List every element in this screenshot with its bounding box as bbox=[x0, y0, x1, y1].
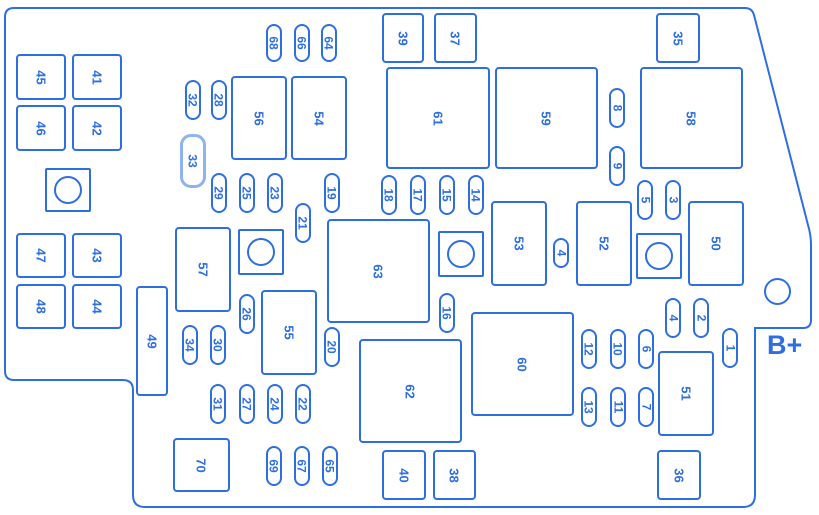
relay-socket-3 bbox=[438, 231, 484, 277]
fuse-69[interactable]: 69 bbox=[266, 446, 282, 486]
fuse-49[interactable]: 49 bbox=[136, 286, 168, 396]
fuse-59[interactable]: 59 bbox=[495, 67, 598, 169]
fuse-43[interactable]: 43 bbox=[72, 233, 122, 278]
fuse-33[interactable]: 33 bbox=[180, 134, 206, 188]
fuse-56[interactable]: 56 bbox=[231, 76, 287, 160]
fuse-65[interactable]: 65 bbox=[322, 446, 338, 486]
fuse-68[interactable]: 68 bbox=[266, 24, 282, 62]
fuse-14[interactable]: 14 bbox=[468, 175, 484, 215]
fuse-52[interactable]: 52 bbox=[576, 201, 632, 286]
fuse-47[interactable]: 47 bbox=[16, 233, 66, 278]
relay-socket-2 bbox=[238, 229, 284, 275]
fuse-4-top[interactable]: 4 bbox=[553, 238, 569, 268]
fuse-3[interactable]: 3 bbox=[665, 180, 681, 220]
relay-socket-4 bbox=[636, 233, 682, 279]
fuse-5[interactable]: 5 bbox=[637, 180, 653, 220]
fuse-6[interactable]: 6 bbox=[638, 329, 654, 369]
fuse-20[interactable]: 20 bbox=[324, 327, 340, 367]
fuse-24[interactable]: 24 bbox=[267, 384, 283, 424]
fuse-4[interactable]: 4 bbox=[665, 298, 681, 338]
battery-terminal-label: B+ bbox=[767, 330, 803, 360]
fuse-9[interactable]: 9 bbox=[609, 146, 625, 186]
fuse-2[interactable]: 2 bbox=[693, 298, 709, 338]
fuse-28[interactable]: 28 bbox=[211, 80, 227, 120]
fuse-7[interactable]: 7 bbox=[638, 387, 654, 427]
relay-socket-1 bbox=[45, 168, 91, 212]
fuse-61[interactable]: 61 bbox=[386, 67, 490, 169]
fuse-46[interactable]: 46 bbox=[16, 105, 66, 151]
fuse-35[interactable]: 35 bbox=[656, 13, 700, 63]
fuse-67[interactable]: 67 bbox=[294, 446, 310, 486]
fuse-31[interactable]: 31 bbox=[210, 384, 226, 424]
fuse-55[interactable]: 55 bbox=[261, 290, 317, 375]
fuse-16[interactable]: 16 bbox=[439, 293, 455, 333]
fuse-36[interactable]: 36 bbox=[657, 450, 701, 500]
mounting-hole-icon bbox=[764, 278, 791, 305]
fuse-23[interactable]: 23 bbox=[267, 173, 283, 213]
fuse-41[interactable]: 41 bbox=[72, 54, 122, 100]
fuse-62[interactable]: 62 bbox=[359, 339, 462, 443]
fuse-27[interactable]: 27 bbox=[239, 384, 255, 424]
fuse-44[interactable]: 44 bbox=[72, 284, 122, 329]
fuse-34[interactable]: 34 bbox=[182, 325, 198, 365]
fuse-10[interactable]: 10 bbox=[610, 329, 626, 369]
fuse-22[interactable]: 22 bbox=[295, 384, 311, 424]
fuse-37[interactable]: 37 bbox=[434, 13, 477, 63]
fuse-51[interactable]: 51 bbox=[658, 351, 714, 436]
fuse-60[interactable]: 60 bbox=[471, 312, 574, 416]
fuse-70[interactable]: 70 bbox=[173, 438, 230, 492]
fuse-40[interactable]: 40 bbox=[382, 450, 426, 500]
fuse-58[interactable]: 58 bbox=[640, 67, 743, 169]
fuse-29[interactable]: 29 bbox=[211, 173, 227, 213]
fuse-1[interactable]: 1 bbox=[722, 328, 738, 368]
fuse-57[interactable]: 57 bbox=[175, 227, 231, 312]
fuse-66[interactable]: 66 bbox=[294, 24, 310, 62]
fuse-32[interactable]: 32 bbox=[185, 80, 201, 120]
fuse-38[interactable]: 38 bbox=[433, 450, 476, 500]
fuse-53[interactable]: 53 bbox=[491, 201, 547, 286]
fuse-30[interactable]: 30 bbox=[210, 325, 226, 365]
fuse-39[interactable]: 39 bbox=[382, 13, 424, 63]
fuse-21[interactable]: 21 bbox=[295, 203, 311, 243]
fuse-17[interactable]: 17 bbox=[410, 175, 426, 215]
fuse-42[interactable]: 42 bbox=[72, 105, 122, 151]
fuse-63[interactable]: 63 bbox=[327, 219, 430, 323]
fuse-64[interactable]: 64 bbox=[321, 24, 337, 62]
fuse-45[interactable]: 45 bbox=[16, 54, 66, 100]
fuse-19[interactable]: 19 bbox=[324, 173, 340, 213]
fuse-26[interactable]: 26 bbox=[239, 294, 255, 334]
fuse-15[interactable]: 15 bbox=[439, 175, 455, 215]
fuse-13[interactable]: 13 bbox=[581, 387, 597, 427]
fuse-18[interactable]: 18 bbox=[381, 175, 397, 215]
fuse-8[interactable]: 8 bbox=[609, 88, 625, 128]
fuse-12[interactable]: 12 bbox=[581, 329, 597, 369]
fuse-48[interactable]: 48 bbox=[16, 284, 66, 329]
fuse-11[interactable]: 11 bbox=[610, 387, 626, 427]
fuse-54[interactable]: 54 bbox=[291, 76, 347, 160]
fuse-50[interactable]: 50 bbox=[688, 201, 744, 286]
fuse-25[interactable]: 25 bbox=[239, 173, 255, 213]
